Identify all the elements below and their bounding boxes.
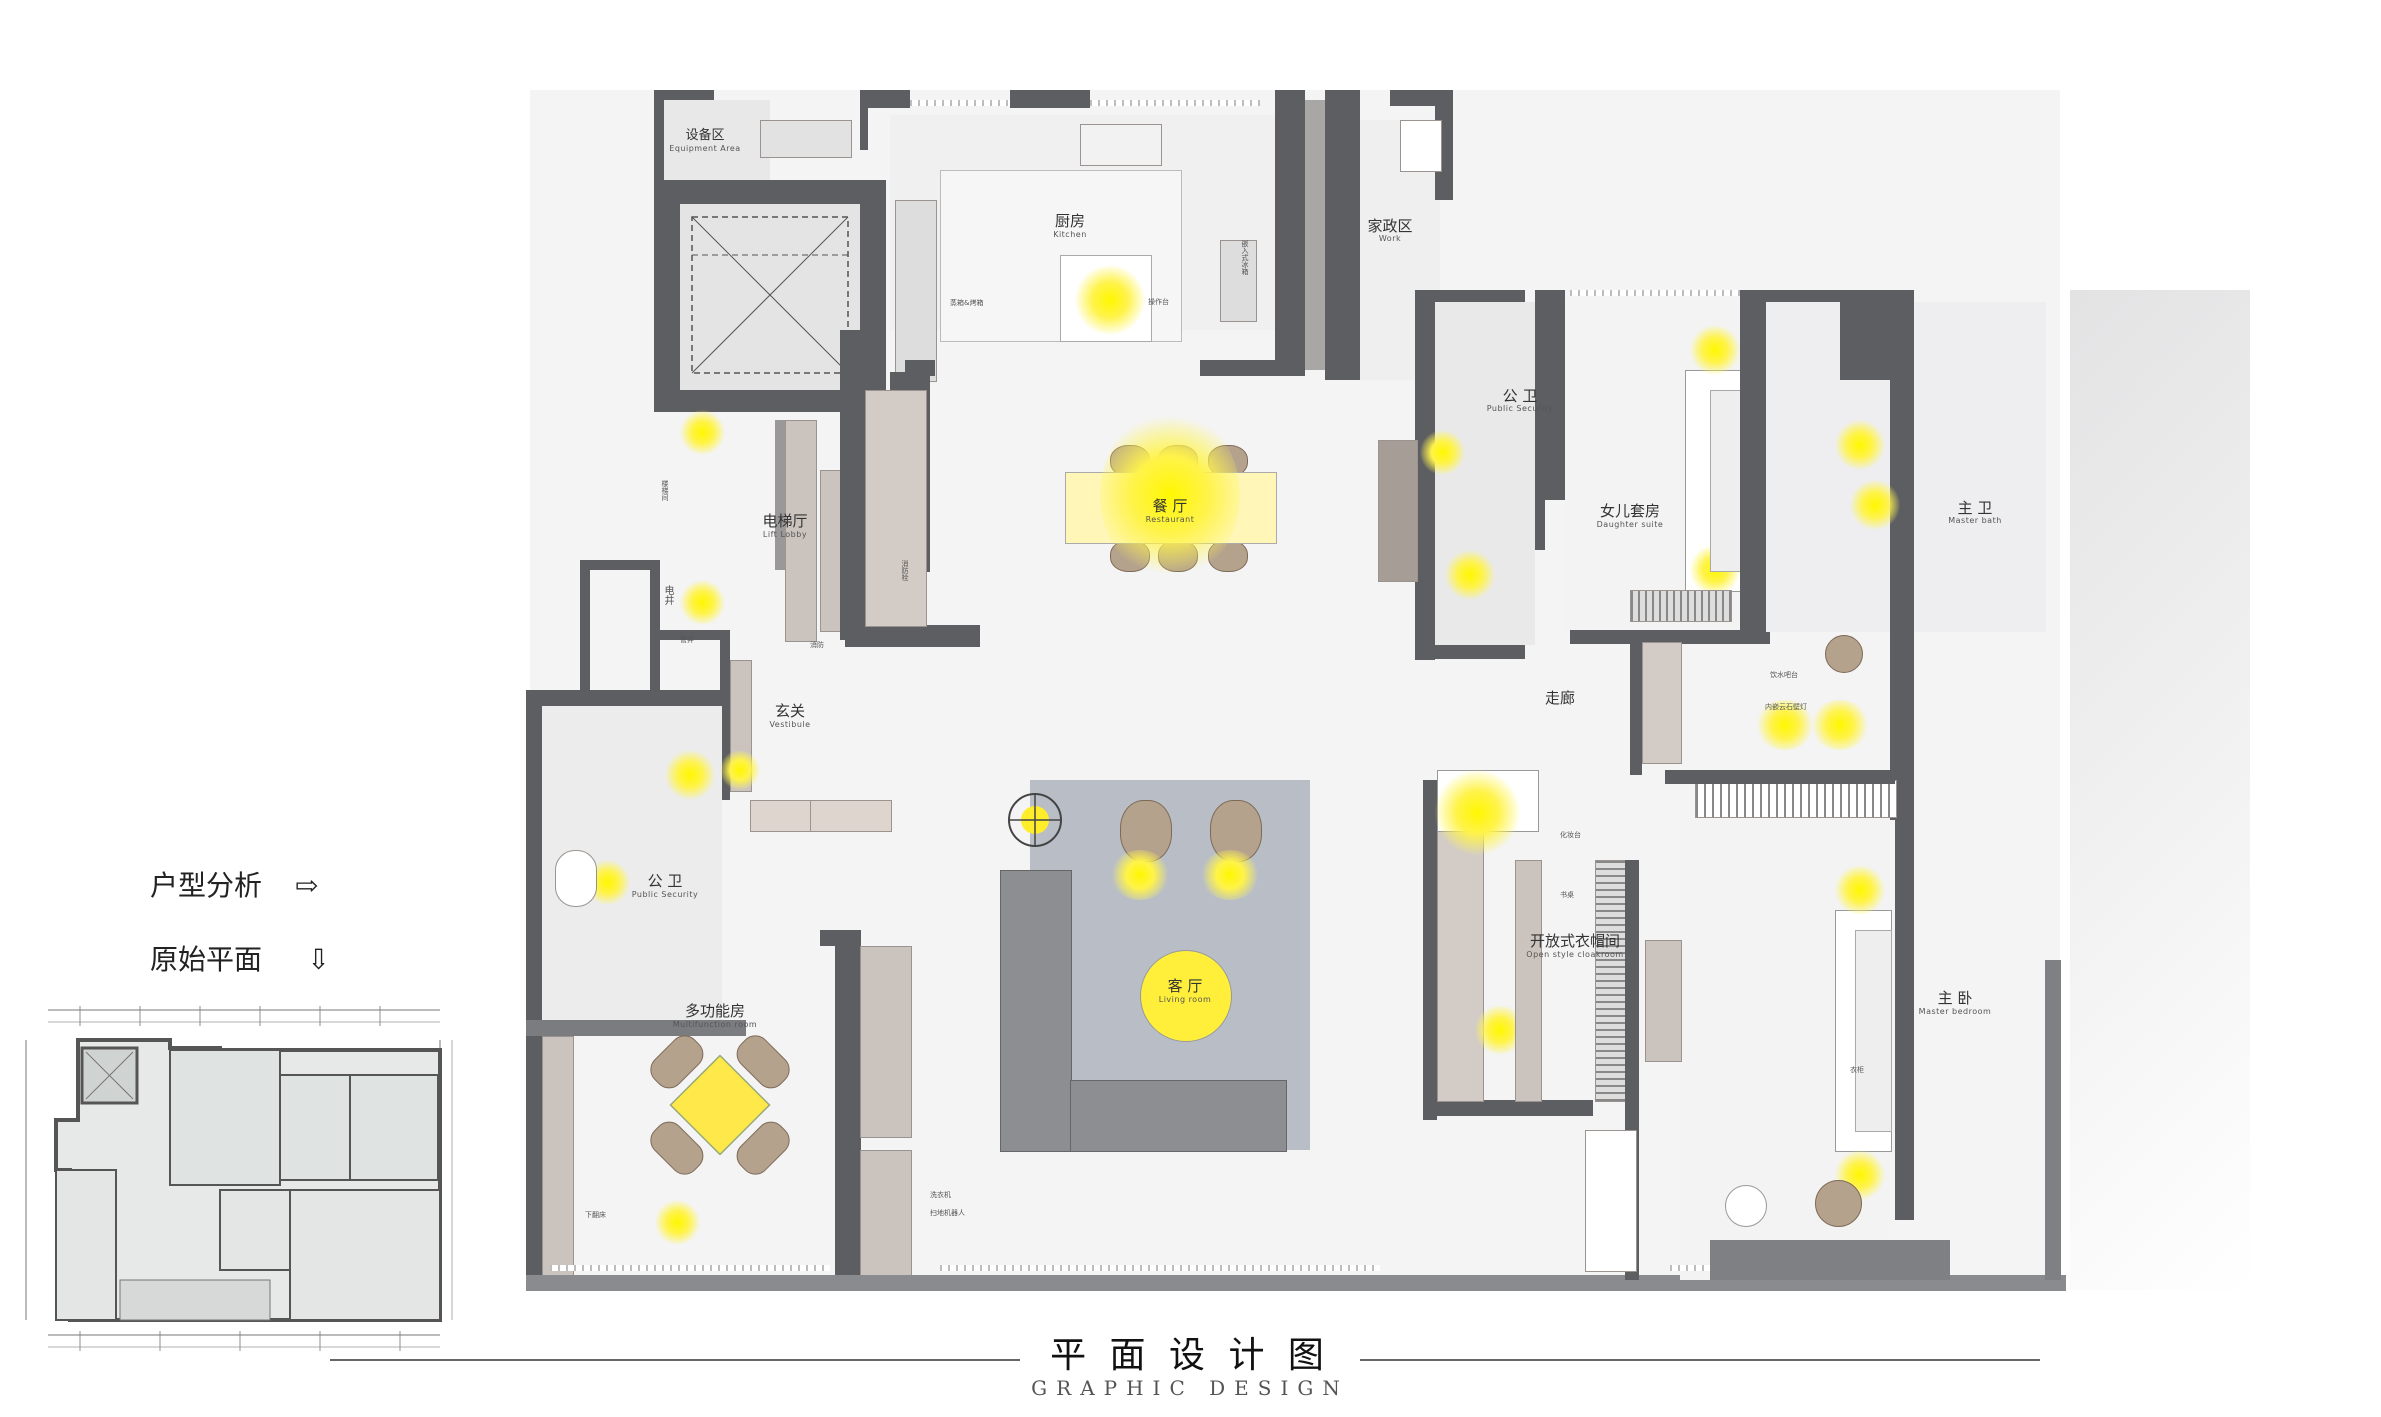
room-work-en: Work bbox=[1378, 234, 1402, 243]
room-master-bedroom-en: Master bedroom bbox=[1918, 1007, 1992, 1016]
original-plan-thumbnail bbox=[20, 1000, 460, 1360]
footer-rule-right bbox=[1360, 1359, 2040, 1361]
room-master-bedroom-label: 主 卧 bbox=[1937, 989, 1973, 1007]
room-daughter-suite-en: Daughter suite bbox=[1596, 520, 1664, 529]
note-stair: 楼梯间 bbox=[661, 480, 669, 501]
note-builtin-fridge: 嵌入式冰箱 bbox=[1241, 240, 1249, 275]
room-living-room-en: Living room bbox=[1158, 995, 1212, 1004]
arrow-right-icon: ⇨ bbox=[294, 869, 319, 902]
note-pipe-well: 管井 bbox=[680, 636, 694, 644]
room-multifunction-en: Multifunction room bbox=[672, 1020, 758, 1029]
room-restaurant-label: 餐 厅 bbox=[1152, 497, 1188, 515]
note-fire: 消防 bbox=[810, 641, 824, 649]
left-outer-wall bbox=[526, 690, 542, 1290]
original-plan-text: 原始平面 bbox=[150, 943, 263, 976]
note-closet: 衣柜 bbox=[1850, 1066, 1864, 1074]
room-public-toilet-1-label: 公 卫 bbox=[1502, 387, 1538, 405]
multifunction-bench bbox=[542, 1036, 574, 1278]
room-public-toilet-2-label: 公 卫 bbox=[647, 872, 683, 890]
note-storage: 扫地机器人 bbox=[930, 1209, 965, 1217]
note-bookshelf: 下翻床 bbox=[585, 1211, 606, 1219]
coffee-table bbox=[1140, 950, 1232, 1042]
room-kitchen-label: 厨房 bbox=[1054, 212, 1085, 230]
original-plan-label: 原始平面 ⇩ bbox=[150, 938, 330, 978]
multifunction-table bbox=[650, 1035, 790, 1175]
room-public-toilet-2-en: Public Security bbox=[631, 890, 699, 899]
sofa bbox=[1000, 870, 1072, 1152]
room-vestibule-en: Vestibule bbox=[769, 720, 811, 729]
note-counter: 操作台 bbox=[1148, 298, 1169, 306]
room-multifunction-label: 多功能房 bbox=[684, 1002, 745, 1020]
room-lift-lobby-label: 电梯厅 bbox=[762, 512, 808, 530]
note-elec-well: 电井 bbox=[662, 585, 673, 605]
kitchen-counter bbox=[895, 200, 937, 382]
note-cloud-lamp: 内嵌云石壁灯 bbox=[1765, 703, 1807, 711]
room-public-toilet-1-en: Public Security bbox=[1486, 404, 1554, 413]
room-equipment-en: Equipment Area bbox=[669, 144, 741, 153]
room-cloakroom-en: Open style cloakroom bbox=[1526, 950, 1624, 959]
note-side: 书桌 bbox=[1560, 891, 1574, 899]
main-floor-plan: 设备区 Equipment Area 厨房 Kitchen 蒸箱&烤箱 操作台 … bbox=[520, 90, 2250, 1310]
floor-lamp-icon bbox=[1008, 793, 1062, 847]
room-vestibule-label: 玄关 bbox=[774, 702, 805, 720]
footer-rule-left bbox=[330, 1359, 1020, 1361]
note-bar: 饮水吧台 bbox=[1770, 671, 1798, 679]
room-equipment-label: 设备区 bbox=[685, 128, 725, 143]
room-corridor-label: 走廊 bbox=[1544, 689, 1575, 707]
room-master-bath-label: 主 卫 bbox=[1957, 499, 1993, 517]
room-daughter-suite-label: 女儿套房 bbox=[1599, 502, 1660, 520]
arrow-down-icon: ⇩ bbox=[306, 943, 331, 976]
lift-shaft-wall bbox=[654, 180, 884, 204]
room-kitchen-en: Kitchen bbox=[1053, 230, 1087, 239]
floorplan-analysis-text: 户型分析 bbox=[150, 869, 263, 902]
room-living-room-label: 客 厅 bbox=[1167, 977, 1203, 995]
room-restaurant-en: Restaurant bbox=[1145, 515, 1195, 524]
footer-subtitle: GRAPHIC DESIGN bbox=[1031, 1376, 1349, 1400]
room-lift-lobby-en: Lift Lobby bbox=[762, 530, 808, 539]
room-master-bath-en: Master bath bbox=[1948, 516, 2002, 525]
footer-title: 平 面 设 计 图 bbox=[1050, 1335, 1330, 1376]
note-desk: 化妆台 bbox=[1560, 831, 1581, 839]
note-washer: 洗衣机 bbox=[930, 1191, 951, 1199]
room-work-label: 家政区 bbox=[1367, 217, 1413, 235]
note-water-drain: 消防栓 bbox=[901, 560, 909, 581]
note-oven: 蒸箱&烤箱 bbox=[950, 299, 984, 307]
lift-shaft-cross bbox=[691, 216, 849, 374]
room-cloakroom-label: 开放式衣帽间 bbox=[1529, 932, 1620, 950]
floorplan-analysis-label: 户型分析 ⇨ bbox=[150, 864, 318, 904]
